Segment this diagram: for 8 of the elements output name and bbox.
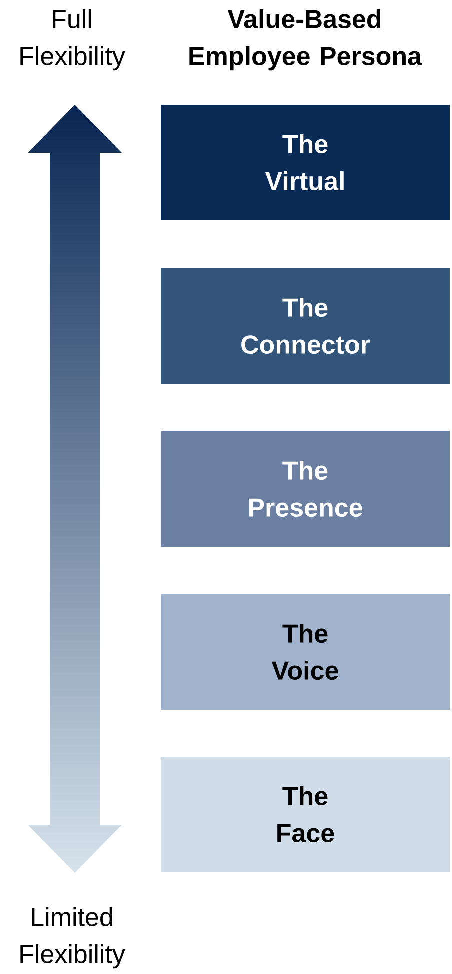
heading: Value-Based Employee Persona [190,9,422,71]
persona-box: The Virtual [161,105,450,220]
scale-label: Full Flexibility [20,9,126,71]
scale-label: Limited Flexibility [20,907,126,969]
persona-box: The Voice [161,594,450,710]
persona-box: The Connector [161,268,450,384]
persona-box: The Face [161,757,450,872]
persona-box: The Presence [161,431,450,547]
